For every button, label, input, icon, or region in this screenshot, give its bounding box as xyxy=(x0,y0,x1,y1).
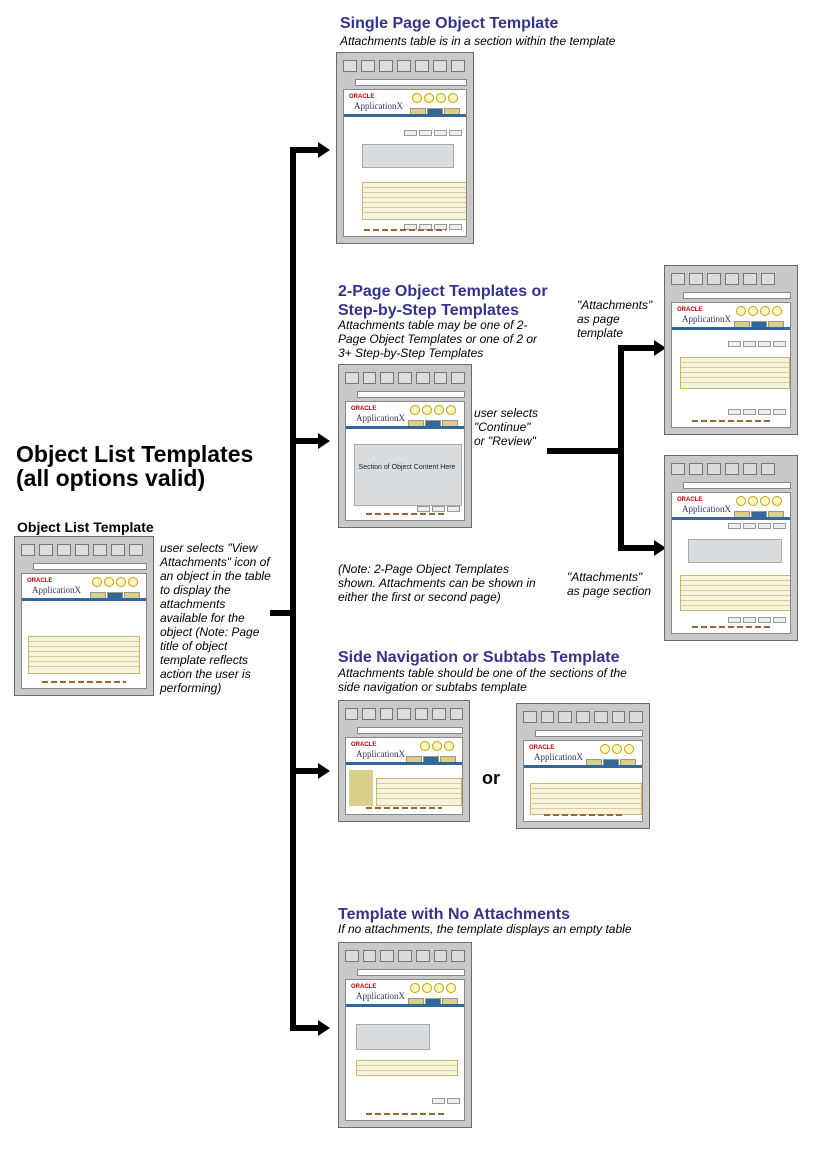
arrowhead-icon xyxy=(654,540,666,556)
app-name: ApplicationX xyxy=(356,749,405,759)
connector-left xyxy=(270,610,296,616)
app-name: ApplicationX xyxy=(682,504,731,514)
arrow-single-page xyxy=(290,147,320,153)
oracle-logo: ORACLE xyxy=(351,742,377,748)
arrow-two-page xyxy=(290,438,320,444)
oracle-logo: ORACLE xyxy=(351,984,377,990)
label-page-template: "Attachments" as page template xyxy=(577,298,653,340)
attachments-page-section-thumbnail: ORACLE ApplicationX xyxy=(664,455,798,641)
arrowhead-icon xyxy=(318,433,330,449)
oracle-logo: ORACLE xyxy=(529,745,555,751)
section-title-no-attachments: Template with No Attachments xyxy=(338,906,571,923)
connector-trunk xyxy=(290,150,296,1030)
arrow-no-attachments xyxy=(290,1025,320,1031)
oracle-logo: ORACLE xyxy=(677,497,703,503)
oracle-logo: ORACLE xyxy=(27,578,53,584)
arrowhead-icon xyxy=(318,142,330,158)
app-name: ApplicationX xyxy=(354,101,403,111)
section-desc-single-page: Attachments table is in a section within… xyxy=(340,34,616,48)
label-page-section: "Attachments" as page section xyxy=(567,570,652,598)
app-name: ApplicationX xyxy=(356,991,405,1001)
app-name: ApplicationX xyxy=(682,314,731,324)
arrowhead-icon xyxy=(654,340,666,356)
app-name: ApplicationX xyxy=(32,585,81,595)
object-list-subtitle: Object List Template xyxy=(17,519,154,535)
arrow-page-section xyxy=(618,545,656,551)
section-desc-two-page: Attachments table may be one of 2-Page O… xyxy=(338,318,538,360)
section-desc-no-attachments: If no attachments, the template displays… xyxy=(338,922,632,936)
oracle-logo: ORACLE xyxy=(349,94,375,100)
object-list-thumbnail: ORACLE ApplicationX xyxy=(14,536,154,696)
attachments-page-template-thumbnail: ORACLE ApplicationX xyxy=(664,265,798,435)
single-page-thumbnail: ORACLE ApplicationX xyxy=(336,52,474,244)
two-page-user-action: user selects "Continue" or "Review" xyxy=(474,406,539,448)
arrow-page-template xyxy=(618,345,656,351)
object-list-caption: user selects "View Attachments" icon of … xyxy=(160,541,271,695)
object-content-box: Section of Object Content Here xyxy=(358,464,456,471)
side-nav-thumbnail: ORACLE ApplicationX xyxy=(338,700,470,822)
connector-two-page-fork xyxy=(547,448,622,454)
app-name: ApplicationX xyxy=(356,413,405,423)
arrowhead-icon xyxy=(318,1020,330,1036)
connector-fork-trunk xyxy=(618,345,624,551)
section-title-side-nav: Side Navigation or Subtabs Template xyxy=(338,649,620,666)
section-title-single-page: Single Page Object Template xyxy=(340,15,559,32)
app-name: ApplicationX xyxy=(534,752,583,762)
or-label: or xyxy=(482,768,500,788)
no-attachments-thumbnail: ORACLE ApplicationX xyxy=(338,942,472,1128)
arrowhead-icon xyxy=(318,763,330,779)
oracle-logo: ORACLE xyxy=(351,406,377,412)
two-page-note: (Note: 2-Page Object Templates shown. At… xyxy=(338,562,536,604)
oracle-logo: ORACLE xyxy=(677,307,703,313)
subtabs-thumbnail: ORACLE ApplicationX xyxy=(516,703,650,829)
two-page-thumbnail: ORACLE ApplicationX Section of Object Co… xyxy=(338,364,472,528)
section-desc-side-nav: Attachments table should be one of the s… xyxy=(338,666,627,694)
section-title-two-page: 2-Page Object Templates or Step-by-Step … xyxy=(338,283,548,319)
arrow-side-nav xyxy=(290,768,320,774)
page-title: Object List Templates (all options valid… xyxy=(16,441,254,491)
